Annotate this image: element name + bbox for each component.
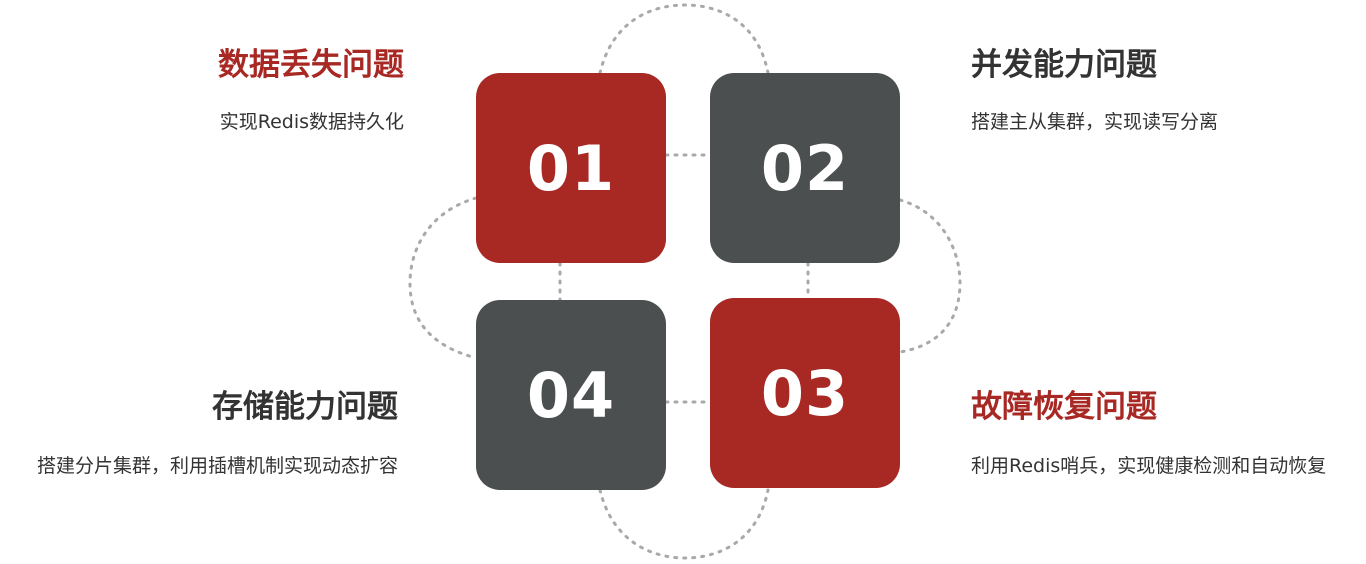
- concurrency-description: 搭建主从集群，实现读写分离: [971, 111, 1219, 133]
- storage-title: 存储能力问题: [212, 389, 398, 425]
- concurrency-title: 并发能力问题: [971, 47, 1157, 83]
- left-arc: [408, 196, 478, 360]
- data-loss-block: 数据丢失问题 实现Redis数据持久化: [218, 45, 404, 139]
- tile-01: 01: [476, 73, 666, 263]
- fault-recovery-description: 利用Redis哨兵，实现健康检测和自动恢复: [971, 455, 1327, 477]
- tile-03: 03: [710, 298, 900, 488]
- tile-04: 04: [476, 300, 666, 490]
- right-arc: [898, 198, 962, 354]
- concurrency-block: 并发能力问题 搭建主从集群，实现读写分离: [971, 45, 1218, 139]
- tile-number: 03: [760, 356, 850, 430]
- top-arc: [598, 3, 770, 75]
- tile-02: 02: [710, 73, 900, 263]
- fault-recovery-block: 故障恢复问题 利用Redis哨兵，实现健康检测和自动恢复: [971, 387, 1351, 483]
- storage-description: 搭建分片集群，利用插槽机制实现动态扩容: [36, 455, 398, 477]
- bottom-arc: [598, 488, 770, 560]
- data-loss-description: 实现Redis数据持久化: [219, 111, 404, 133]
- storage-block: 存储能力问题 搭建分片集群，利用插槽机制实现动态扩容: [12, 387, 398, 483]
- data-loss-title: 数据丢失问题: [218, 47, 404, 83]
- tile-number: 04: [526, 358, 616, 432]
- tile-number: 02: [760, 131, 850, 205]
- tile-number: 01: [526, 131, 616, 205]
- fault-recovery-title: 故障恢复问题: [971, 389, 1157, 425]
